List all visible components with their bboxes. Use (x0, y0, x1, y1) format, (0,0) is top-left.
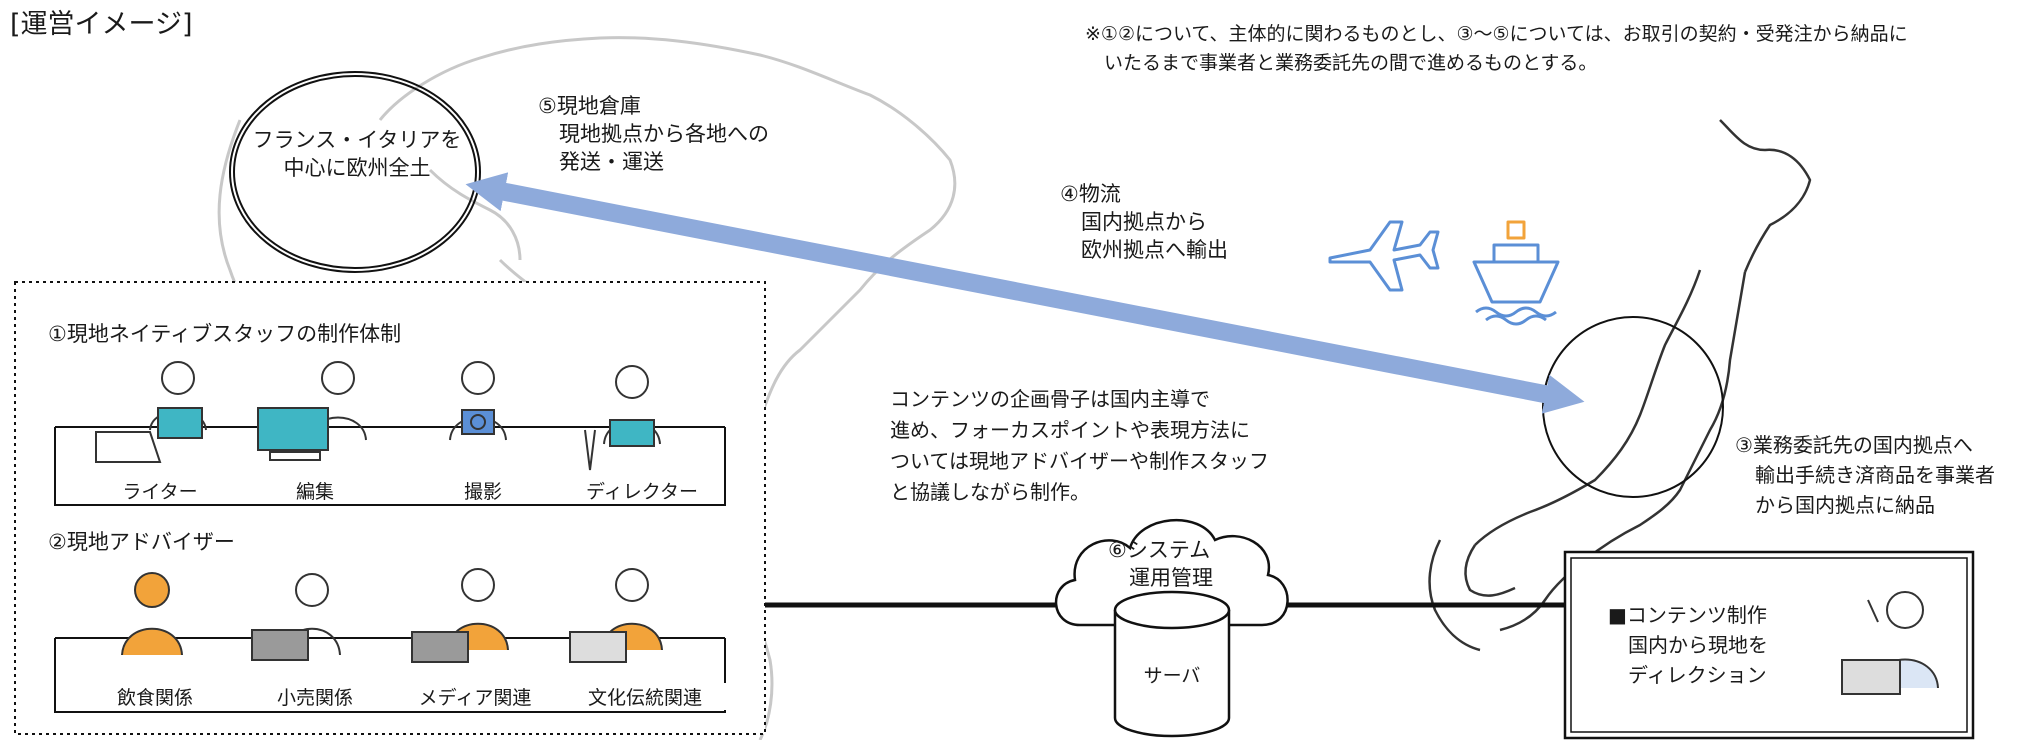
role-writer: ライター (95, 477, 225, 504)
person-editor (257, 361, 367, 461)
domestic-base-text: ③業務委託先の国内拠点へ 輸出手続き済商品を事業者 から国内拠点に納品 (1735, 433, 1995, 517)
person-director-domestic (1841, 591, 1939, 695)
person-photographer (449, 361, 507, 441)
role-media: メディア関連 (410, 683, 540, 710)
ship-icon (1472, 220, 1560, 326)
server-label: サーバ (1143, 665, 1201, 687)
europe-label: フランス・イタリアを 中心に欧州全土 (252, 128, 462, 180)
system-label: ⑥システム 運用管理 (1108, 538, 1213, 590)
direction-box-frame (1563, 550, 1975, 740)
person-media (411, 568, 509, 663)
role-director: ディレクター (577, 477, 707, 504)
role-retail: 小売関係 (250, 683, 380, 710)
person-writer (95, 361, 207, 463)
role-editor: 編集 (250, 477, 380, 504)
person-food (121, 572, 183, 656)
japan-map (1428, 119, 1812, 652)
advisor-heading: ②現地アドバイザー (48, 530, 235, 554)
person-director (584, 365, 661, 471)
person-culture (569, 568, 663, 663)
note-text: ※①②について、主体的に関わるものとし、③～⑤については、お取引の契約・受発注か… (1085, 23, 1908, 74)
role-photographer: 撮影 (418, 477, 548, 504)
logistics-arrow (465, 172, 1585, 414)
role-culture: 文化伝統関連 (560, 683, 730, 710)
direction-text: ■コンテンツ制作 国内から現地を ディレクション (1608, 603, 1768, 687)
contents-desc: コンテンツの企画骨子は国内主導で 進め、フォーカスポイントや表現方法に ついては… (890, 387, 1269, 504)
europe-circle (229, 71, 481, 273)
person-retail (251, 573, 341, 661)
airplane-icon (1328, 220, 1440, 292)
cloud-shape (1054, 518, 1289, 627)
page-title: [運営イメージ] (10, 9, 193, 40)
japan-circle (1542, 316, 1724, 498)
staff-heading: ①現地ネイティブスタッフの制作体制 (48, 322, 402, 346)
server-cylinder (1113, 590, 1231, 738)
staff-panel (14, 281, 766, 735)
warehouse-text: ⑤現地倉庫 現地拠点から各地への 発送・運送 (538, 94, 769, 174)
logistics-text: ④物流 国内拠点から 欧州拠点へ輸出 (1060, 182, 1228, 262)
role-food: 飲食関係 (90, 683, 220, 710)
